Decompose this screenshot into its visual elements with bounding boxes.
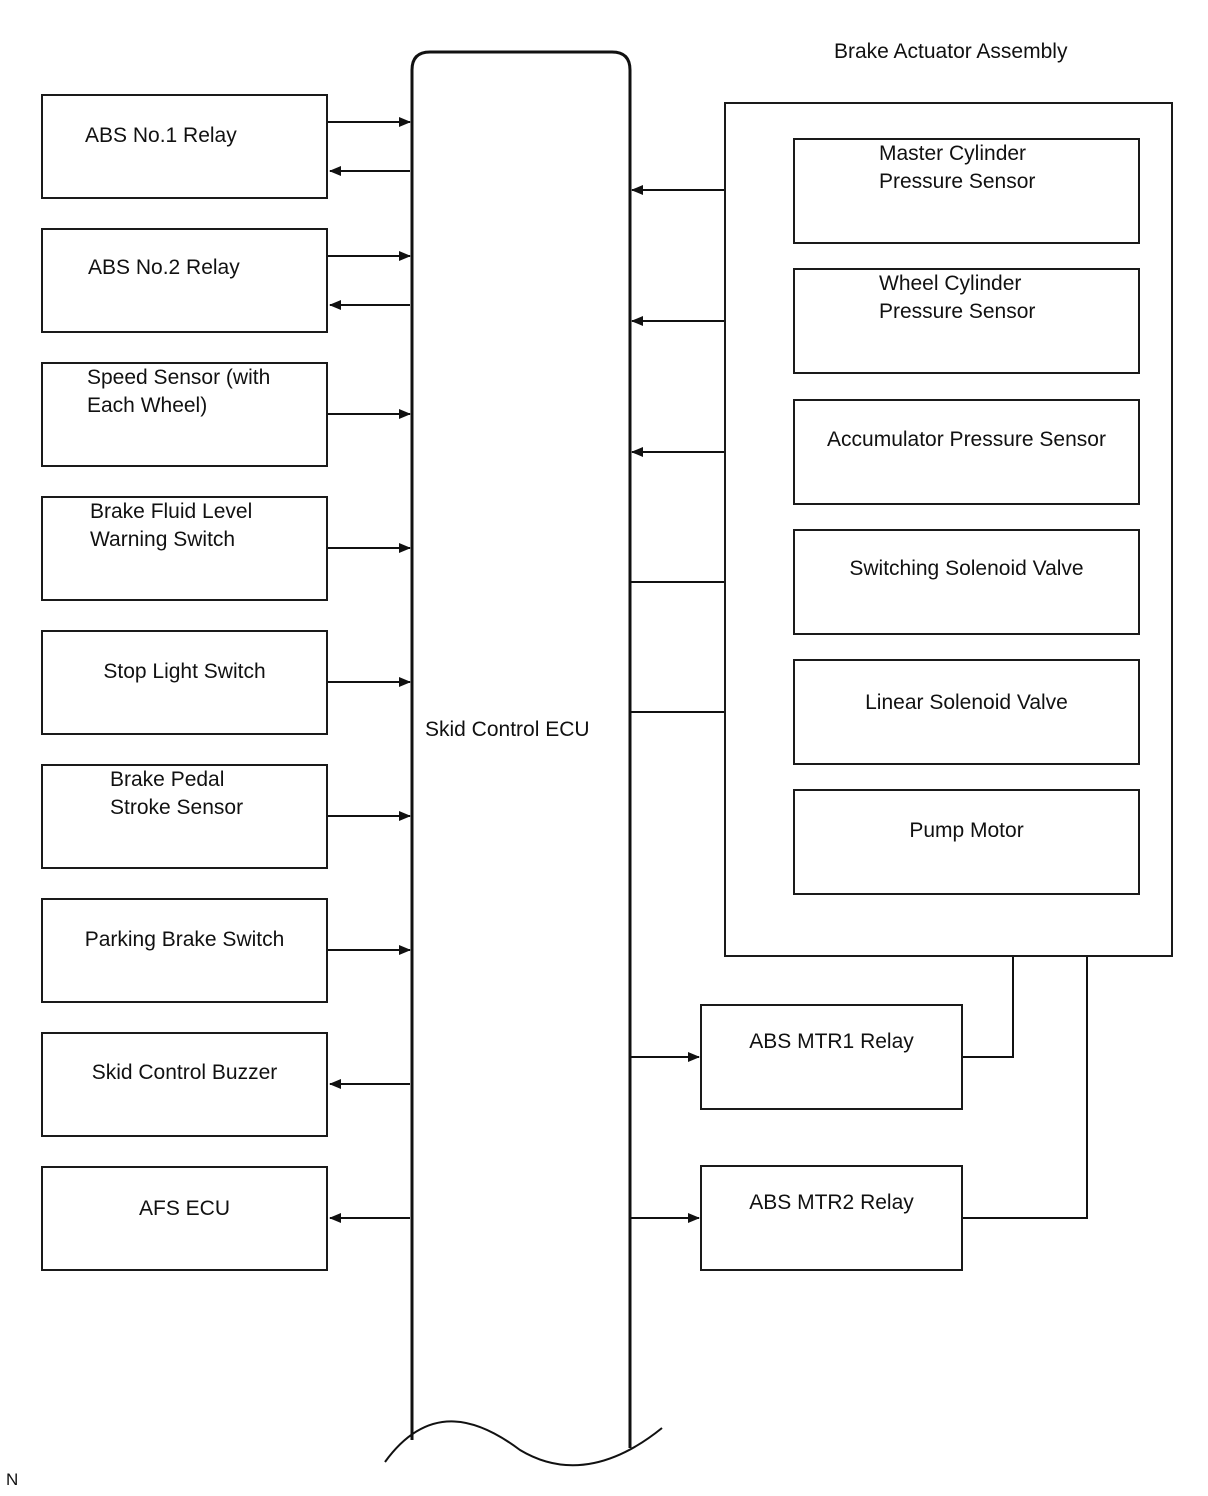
ecu-break-curve <box>384 1420 663 1467</box>
accumulator-pressure-sensor-label: Accumulator Pressure Sensor <box>827 428 1106 451</box>
actuator-title: Brake Actuator Assembly <box>834 40 1068 63</box>
ecu-label: Skid Control ECU <box>425 718 590 741</box>
speed-sensor-box: Speed Sensor (with Each Wheel) <box>41 362 328 467</box>
parking-brake-switch-box: Parking Brake Switch <box>41 898 328 1003</box>
brake-fluid-level-box: Brake Fluid Level Warning Switch <box>41 496 328 601</box>
accumulator-pressure-sensor-box: Accumulator Pressure Sensor <box>793 399 1140 505</box>
afs-ecu-label: AFS ECU <box>138 1197 230 1220</box>
abs-mtr1-relay-box: ABS MTR1 Relay <box>700 1004 963 1110</box>
corner-mark: N <box>6 1470 19 1489</box>
master-cylinder-sensor-box: Master Cylinder Pressure Sensor <box>793 138 1140 244</box>
abs-no2-relay-label: ABS No.2 Relay <box>88 256 240 279</box>
stop-light-switch-box: Stop Light Switch <box>41 630 328 735</box>
linear-solenoid-valve-box: Linear Solenoid Valve <box>793 659 1140 765</box>
abs-mtr2-relay-box: ABS MTR2 Relay <box>700 1165 963 1271</box>
pump-motor-box: Pump Motor <box>793 789 1140 895</box>
brake-pedal-stroke-label: Brake Pedal Stroke Sensor <box>110 768 244 819</box>
wire-mtr2-to-pump <box>963 897 1092 1219</box>
master-cylinder-sensor-label: Master Cylinder Pressure Sensor <box>879 142 1036 193</box>
skid-control-buzzer-box: Skid Control Buzzer <box>41 1032 328 1137</box>
parking-brake-switch-label: Parking Brake Switch <box>84 928 285 951</box>
abs-mtr2-relay-label: ABS MTR2 Relay <box>749 1191 914 1214</box>
brake-pedal-stroke-box: Brake Pedal Stroke Sensor <box>41 764 328 869</box>
abs-mtr1-relay-label: ABS MTR1 Relay <box>749 1030 914 1053</box>
abs-no1-relay-box: ABS No.1 Relay <box>41 94 328 199</box>
wheel-cylinder-sensor-box: Wheel Cylinder Pressure Sensor <box>793 268 1140 374</box>
ecu-column-outline <box>410 50 632 1448</box>
afs-ecu-box: AFS ECU <box>41 1166 328 1271</box>
speed-sensor-label: Speed Sensor (with Each Wheel) <box>87 366 271 417</box>
skid-control-buzzer-label: Skid Control Buzzer <box>91 1061 278 1084</box>
stop-light-switch-label: Stop Light Switch <box>103 660 266 683</box>
switching-solenoid-valve-box: Switching Solenoid Valve <box>793 529 1140 635</box>
switching-solenoid-valve-label: Switching Solenoid Valve <box>849 557 1084 580</box>
pump-motor-label: Pump Motor <box>909 819 1024 842</box>
brake-fluid-level-label: Brake Fluid Level Warning Switch <box>90 500 253 551</box>
abs-no2-relay-box: ABS No.2 Relay <box>41 228 328 333</box>
wheel-cylinder-sensor-label: Wheel Cylinder Pressure Sensor <box>879 272 1036 323</box>
abs-no1-relay-label: ABS No.1 Relay <box>85 124 237 147</box>
linear-solenoid-valve-label: Linear Solenoid Valve <box>865 691 1068 714</box>
